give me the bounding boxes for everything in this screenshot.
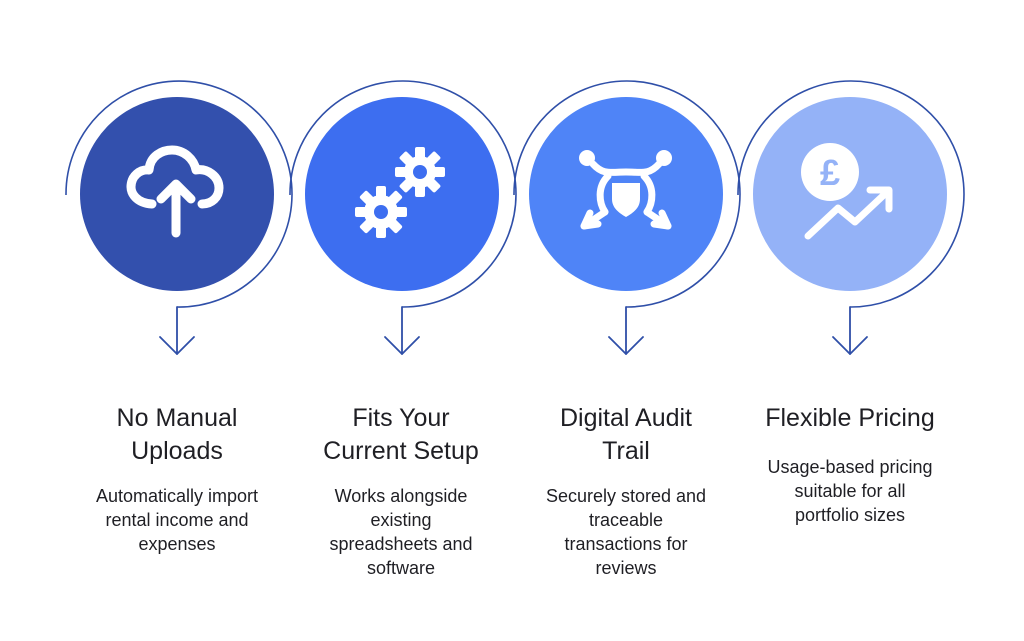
shield-network-icon xyxy=(579,150,672,230)
down-arrow-4 xyxy=(832,306,868,355)
step-3-desc-line-2: traceable xyxy=(588,510,664,530)
step-4-desc-line-3: portfolio sizes xyxy=(794,505,906,525)
step-1-title-line-1: No Manual xyxy=(116,404,238,432)
step-3-description: Securely stored and traceable transactio… xyxy=(526,484,726,580)
step-1-title: No Manual Uploads xyxy=(65,402,289,468)
down-arrow-2 xyxy=(384,306,420,355)
step-3-desc-line-1: Securely stored and xyxy=(545,486,707,506)
step-2-description: Works alongside existing spreadsheets an… xyxy=(301,484,501,580)
step-circle-2 xyxy=(305,97,499,291)
step-3-title-line-1: Digital Audit xyxy=(559,404,693,432)
step-2-desc-line-1: Works alongside xyxy=(334,486,468,506)
step-2-desc-line-4: software xyxy=(366,558,436,578)
cloud-upload-icon xyxy=(126,145,224,238)
step-4-desc-line-2: suitable for all xyxy=(794,481,906,501)
step-1-desc-line-3: expenses xyxy=(138,534,216,554)
step-3-desc-line-4: reviews xyxy=(595,558,657,578)
pound-symbol: £ xyxy=(820,152,840,193)
step-4-title-line-1: Flexible Pricing xyxy=(765,404,935,432)
step-4-description: Usage-based pricing suitable for all por… xyxy=(750,455,950,527)
step-2-desc-line-2: existing xyxy=(370,510,432,530)
connector-arcs xyxy=(65,80,965,308)
step-2-title-line-1: Fits Your xyxy=(352,404,450,432)
step-1-desc-line-1: Automatically import xyxy=(95,486,259,506)
step-1-title-line-2: Uploads xyxy=(131,437,223,465)
step-3-title-line-2: Trail xyxy=(602,437,650,465)
step-1-description: Automatically import rental income and e… xyxy=(77,484,277,556)
down-arrow-1 xyxy=(159,306,195,355)
arc-3 xyxy=(513,80,741,308)
step-4-desc-line-1: Usage-based pricing xyxy=(767,457,933,477)
step-3-title: Digital Audit Trail xyxy=(514,402,738,468)
arc-1 xyxy=(65,80,293,308)
step-1-desc-line-2: rental income and xyxy=(105,510,249,530)
step-4-title: Flexible Pricing xyxy=(738,402,962,435)
pound-growth-icon: £ xyxy=(801,143,893,240)
arc-4 xyxy=(737,80,965,308)
step-2-title: Fits Your Current Setup xyxy=(289,402,513,468)
step-3-desc-line-3: transactions for xyxy=(564,534,688,554)
arc-2 xyxy=(289,80,517,308)
step-circle-4 xyxy=(753,97,947,291)
down-arrow-3 xyxy=(608,306,644,355)
gears-icon xyxy=(355,147,445,238)
step-2-desc-line-3: spreadsheets and xyxy=(329,534,473,554)
step-2-title-line-2: Current Setup xyxy=(323,437,479,465)
